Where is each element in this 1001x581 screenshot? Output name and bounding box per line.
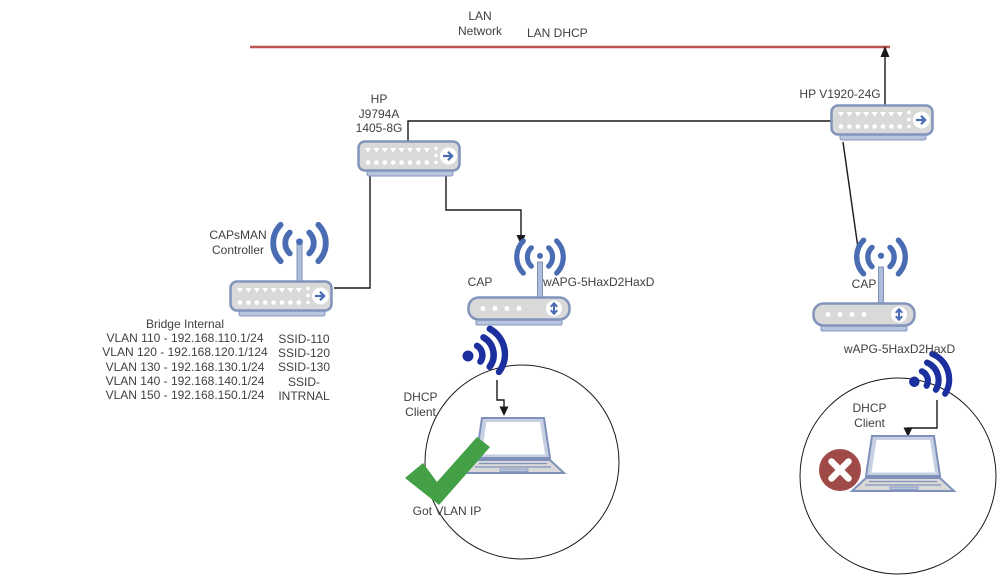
lan-network-line2: Network xyxy=(457,23,502,38)
client2-dhcp-line1: DHCP xyxy=(852,401,887,415)
capsman-label: CAPsMAN Controller xyxy=(193,228,283,257)
switch1-hp-1405-icon xyxy=(357,140,461,178)
client2-dhcp-label: DHCP Client xyxy=(843,401,896,431)
cap2-router-icon xyxy=(812,302,916,333)
switch1-label: HP J9794A 1405-8G xyxy=(337,92,421,136)
client1-dhcp-line2: Client xyxy=(405,405,436,419)
vlan-row: VLAN 110 - 192.168.110.1/24 xyxy=(106,331,264,346)
capsman-router-icon xyxy=(229,280,333,318)
link-wifi2-laptop2 xyxy=(907,400,938,429)
cap1-label: CAP xyxy=(467,275,493,289)
cap1-router-icon xyxy=(467,296,571,327)
client2-laptop-icon xyxy=(851,435,955,492)
capsman-label-line2: Controller xyxy=(211,242,265,257)
ssid-row: SSID-130 xyxy=(277,360,331,375)
vlan-row: VLAN 130 - 192.168.130.1/24 xyxy=(105,359,265,374)
client2-wifi-signal-icon xyxy=(903,351,954,403)
client1-result-label: Got VLAN IP xyxy=(412,504,482,518)
cap1-model-label: wAPG-5HaxD2HaxD xyxy=(543,275,655,289)
link-wifi1-laptop1 xyxy=(496,380,505,407)
link-switch1-switch2 xyxy=(407,120,832,143)
cap1-antenna-mast xyxy=(537,261,543,300)
ssid-row: SSID-120 xyxy=(277,346,331,361)
success-checkmark-icon xyxy=(405,437,490,505)
cap2-model-label: wAPG-5HaxD2HaxD xyxy=(843,342,956,356)
client1-wifi-signal-icon xyxy=(458,327,509,379)
cap2-label: CAP xyxy=(851,277,877,291)
vlan-list: Bridge Internal VLAN 110 - 192.168.110.1… xyxy=(98,317,272,403)
client2-boundary-circle xyxy=(799,377,997,575)
error-x-icon xyxy=(819,449,861,491)
switch1-label-line3: 1405-8G xyxy=(355,121,403,135)
ssid-list: SSID-110 SSID-120 SSID-130 SSID- INTRNAL xyxy=(272,317,336,403)
client1-boundary-circle xyxy=(424,364,620,560)
arrowhead-down-icon xyxy=(499,406,509,416)
vlan-row: VLAN 140 - 192.168.140.1/24 xyxy=(105,373,265,388)
ssid-row: INTRNAL xyxy=(278,388,330,403)
client2-dhcp-line2: Client xyxy=(854,416,885,430)
capsman-label-line1: CAPsMAN xyxy=(209,228,267,242)
link-switch1-capsman xyxy=(334,176,371,289)
lan-network-line1: LAN xyxy=(468,9,492,23)
switch2-label: HP V1920-24G xyxy=(799,87,881,101)
ssid-row: SSID- xyxy=(287,374,320,389)
vlan-row: VLAN 150 - 192.168.150.1/24 xyxy=(105,388,265,403)
bridge-internal-block: Bridge Internal VLAN 110 - 192.168.110.1… xyxy=(98,317,338,403)
arrowhead-up-icon xyxy=(880,46,890,57)
lan-dhcp-label: LAN DHCP xyxy=(527,26,588,40)
client1-dhcp-line1: DHCP xyxy=(403,390,438,404)
switch1-label-line1: HP xyxy=(370,92,388,106)
capsman-antenna-mast xyxy=(296,239,303,285)
link-switch2-cap2 xyxy=(842,141,859,249)
lan-network-label: LAN Network xyxy=(445,9,515,38)
client1-dhcp-label: DHCP Client xyxy=(393,390,448,420)
connector-lines xyxy=(334,55,938,429)
ssid-row: SSID-110 xyxy=(278,332,330,346)
bridge-title: Bridge Internal xyxy=(145,317,225,331)
arrowhead-down-icon xyxy=(903,427,913,437)
switch2-hp-v1920-icon xyxy=(830,104,934,142)
switch1-label-line2: J9794A xyxy=(358,106,400,121)
vlan-row: VLAN 120 - 192.168.120.1/124 xyxy=(102,345,268,360)
link-switch1-cap1 xyxy=(445,176,522,236)
antenna-masts xyxy=(296,239,884,306)
